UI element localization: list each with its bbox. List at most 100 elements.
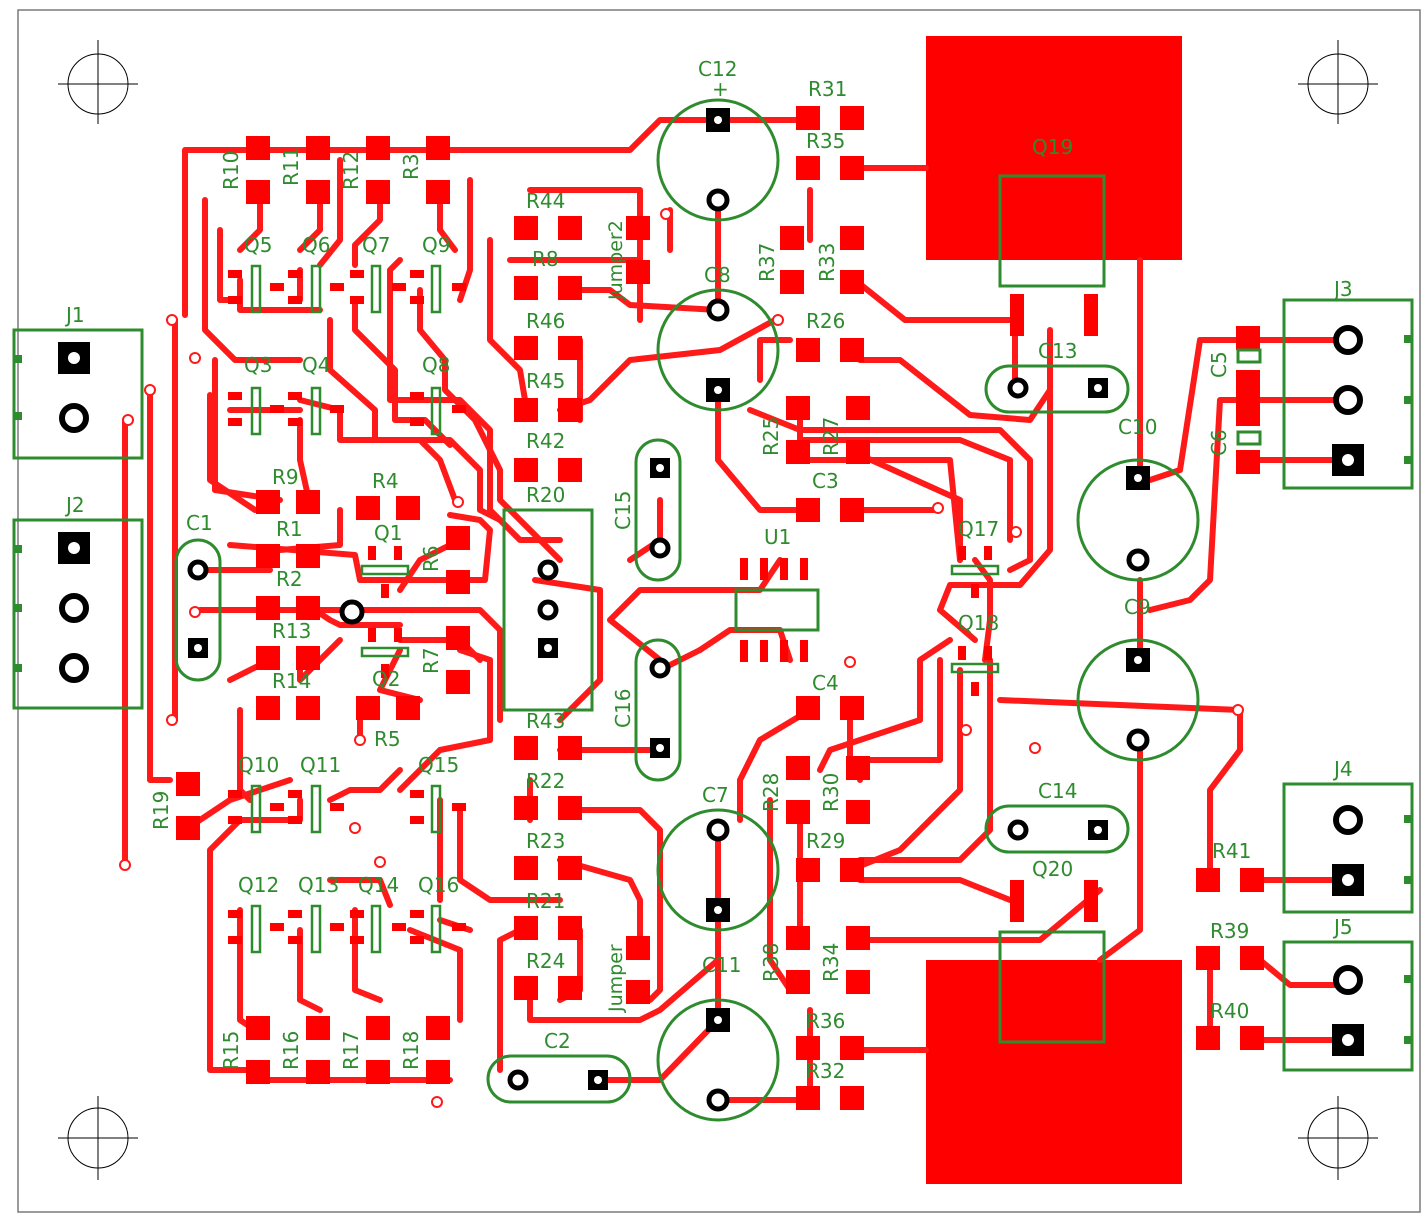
mounting-hole-bottom-left: [58, 1096, 138, 1180]
label-j4: J4: [1332, 757, 1353, 781]
jumper-block-outline: [502, 508, 594, 712]
silkscreen-outlines: [12, 98, 1414, 1122]
c9-outline: [1076, 638, 1200, 762]
label-r34: R34: [819, 943, 843, 982]
label-q8: Q8: [422, 353, 450, 377]
label-r43: R43: [526, 709, 565, 733]
mounting-hole-top-left: [58, 40, 138, 124]
label-r12: R12: [339, 151, 363, 190]
label-r11: R11: [279, 147, 303, 186]
label-q2: Q2: [372, 667, 400, 691]
label-c5: C5: [1207, 351, 1231, 378]
label-r19: R19: [149, 791, 173, 830]
label-c12: C12: [698, 57, 737, 81]
label-r5: R5: [374, 727, 401, 751]
label-r39: R39: [1210, 919, 1249, 943]
c16-outline: [634, 638, 682, 782]
transistor-bodies: [250, 264, 1000, 954]
mounting-holes: [58, 40, 1378, 1180]
label-r32: R32: [806, 1059, 845, 1083]
label-r3: R3: [399, 153, 423, 180]
c11-outline: [656, 998, 780, 1122]
label-u1: U1: [764, 525, 791, 549]
j4-outline: [1282, 782, 1414, 914]
label-r1: R1: [276, 517, 303, 541]
mounting-hole-bottom-right: [1298, 1096, 1378, 1180]
c14-outline: [984, 804, 1130, 854]
silkscreen-labels: J1 J2 J3 J4 J5 C12 + C8 C10 C9 C7 C11 C1…: [64, 57, 1353, 1083]
label-r37: R37: [755, 243, 779, 282]
label-r36: R36: [806, 1009, 845, 1033]
label-c3: C3: [812, 469, 839, 493]
label-c6: C6: [1207, 429, 1231, 456]
label-r42: R42: [526, 429, 565, 453]
label-r24: R24: [526, 949, 565, 973]
label-q5: Q5: [244, 233, 272, 257]
c12-outline: [656, 98, 780, 222]
label-q15: Q15: [418, 753, 459, 777]
label-q17: Q17: [958, 517, 999, 541]
label-c1: C1: [186, 511, 213, 535]
label-c15: C15: [611, 491, 635, 530]
label-q9: Q9: [422, 233, 450, 257]
label-q13: Q13: [298, 873, 339, 897]
label-c9: C9: [1124, 595, 1151, 619]
label-c7: C7: [702, 783, 729, 807]
label-j3: J3: [1332, 277, 1353, 301]
label-r6: R6: [419, 545, 443, 572]
label-r44: R44: [526, 189, 565, 213]
label-c10: C10: [1118, 415, 1157, 439]
label-r31: R31: [808, 77, 847, 101]
label-r27: R27: [819, 417, 843, 456]
label-c13: C13: [1038, 339, 1077, 363]
label-q4: Q4: [302, 353, 330, 377]
q20-body-outline: [998, 930, 1106, 1044]
label-c4: C4: [812, 671, 839, 695]
label-r9: R9: [272, 465, 299, 489]
label-r22: R22: [526, 769, 565, 793]
label-c14: C14: [1038, 779, 1077, 803]
label-r26: R26: [806, 309, 845, 333]
label-r4: R4: [372, 469, 399, 493]
j2-outline: [12, 518, 144, 710]
label-r30: R30: [819, 773, 843, 812]
label-r16: R16: [279, 1031, 303, 1070]
label-q20: Q20: [1032, 857, 1073, 881]
smd-pads: [176, 106, 1264, 1110]
label-q3: Q3: [244, 353, 272, 377]
q20-heatsink-pad: [926, 960, 1182, 1184]
c10-outline: [1076, 458, 1200, 582]
label-q1: Q1: [374, 521, 402, 545]
label-r33: R33: [815, 243, 839, 282]
label-r41: R41: [1212, 839, 1251, 863]
label-r38: R38: [759, 943, 783, 982]
label-r13: R13: [272, 619, 311, 643]
label-q18: Q18: [958, 611, 999, 635]
label-c2: C2: [544, 1029, 571, 1053]
label-r28: R28: [759, 773, 783, 812]
c1-outline: [174, 538, 222, 682]
c7-outline: [656, 808, 780, 932]
label-r7: R7: [419, 647, 443, 674]
mounting-hole-top-right: [1298, 40, 1378, 124]
label-q16: Q16: [418, 873, 459, 897]
label-q7: Q7: [362, 233, 390, 257]
c8-outline: [656, 288, 780, 412]
j5-outline: [1282, 940, 1414, 1072]
u1-outline: [734, 588, 820, 632]
c15-outline: [634, 438, 682, 582]
label-r46: R46: [526, 309, 565, 333]
label-q14: Q14: [358, 873, 399, 897]
label-r2: R2: [276, 567, 303, 591]
label-r15: R15: [219, 1031, 243, 1070]
label-r23: R23: [526, 829, 565, 853]
label-q10: Q10: [238, 753, 279, 777]
label-jumper: Jumper: [605, 944, 627, 1013]
label-r45: R45: [526, 369, 565, 393]
label-r18: R18: [399, 1031, 423, 1070]
label-j5: J5: [1332, 915, 1353, 939]
label-q6: Q6: [302, 233, 330, 257]
j1-outline: [12, 328, 144, 460]
transistor-pads: [228, 270, 992, 944]
